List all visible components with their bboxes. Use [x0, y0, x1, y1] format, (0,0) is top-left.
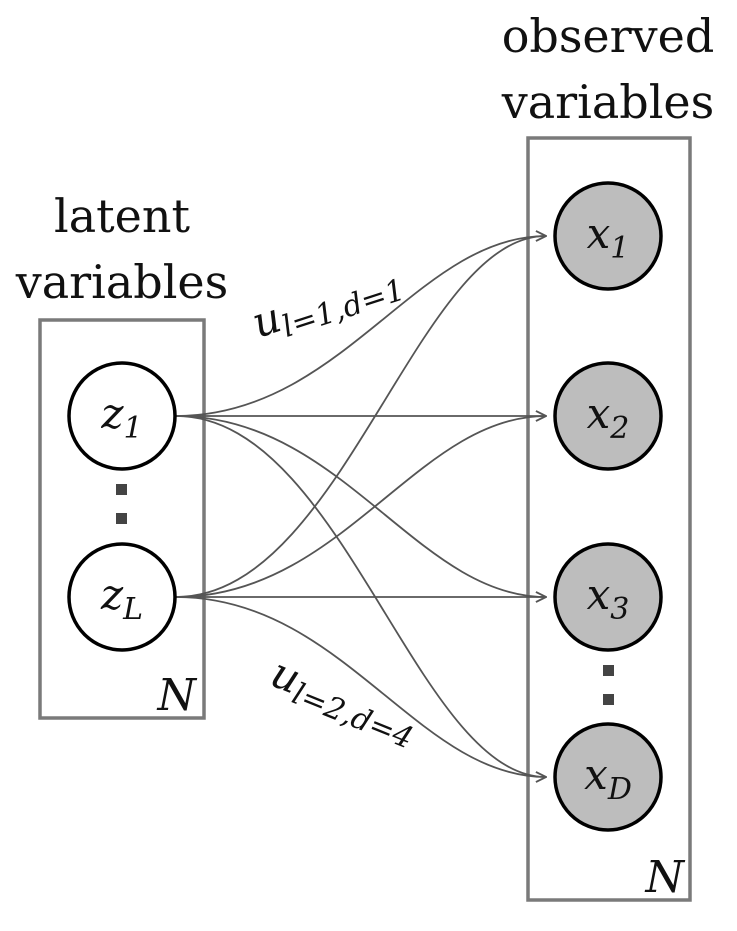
latent-node-z1: z1 [67, 361, 177, 471]
observed-node-x1: x1 [553, 181, 663, 291]
svg-text:x1: x1 [587, 209, 630, 266]
observed-plate [526, 136, 692, 902]
edge-zL-to-x2 [175, 416, 546, 598]
svg-text:x2: x2 [587, 389, 630, 446]
edge-z1-to-x3 [175, 415, 546, 597]
svg-text:zL: zL [100, 570, 143, 627]
latent-ellipsis-dot-1 [116, 484, 127, 495]
edge-zL-to-x1 [175, 236, 546, 598]
svg-text:z1: z1 [100, 389, 142, 446]
latent-plate-label: N [157, 670, 198, 721]
observed-node-x2: x2 [553, 361, 663, 471]
edge-z1-to-x1 [175, 236, 546, 417]
observed-plate-label: N [645, 852, 686, 903]
observed-node-xD: xD [553, 722, 663, 832]
edge-label-bottom: ul=2,d=4 [262, 648, 425, 757]
latent-plate [38, 318, 206, 720]
latent-title-line2: variables [15, 255, 229, 309]
observed-node-x3: x3 [553, 542, 663, 652]
observed-title-line1: observed [502, 9, 715, 63]
observed-title-line2: variables [501, 75, 715, 129]
edge-zL-to-xD [175, 596, 546, 777]
latent-node-zL: zL [67, 542, 177, 652]
svg-text:xD: xD [584, 750, 632, 807]
edge-label-top: ul=1,d=1 [246, 253, 409, 353]
svg-text:ul=1,d=1: ul=1,d=1 [246, 253, 409, 353]
observed-ellipsis-dot-1 [603, 665, 614, 676]
svg-text:x3: x3 [587, 570, 630, 627]
svg-text:ul=2,d=4: ul=2,d=4 [262, 648, 425, 757]
edges-layer [175, 236, 546, 777]
latent-title-line1: latent [54, 189, 190, 243]
observed-ellipsis-dot-2 [603, 694, 614, 705]
latent-ellipsis-dot-2 [116, 513, 127, 524]
